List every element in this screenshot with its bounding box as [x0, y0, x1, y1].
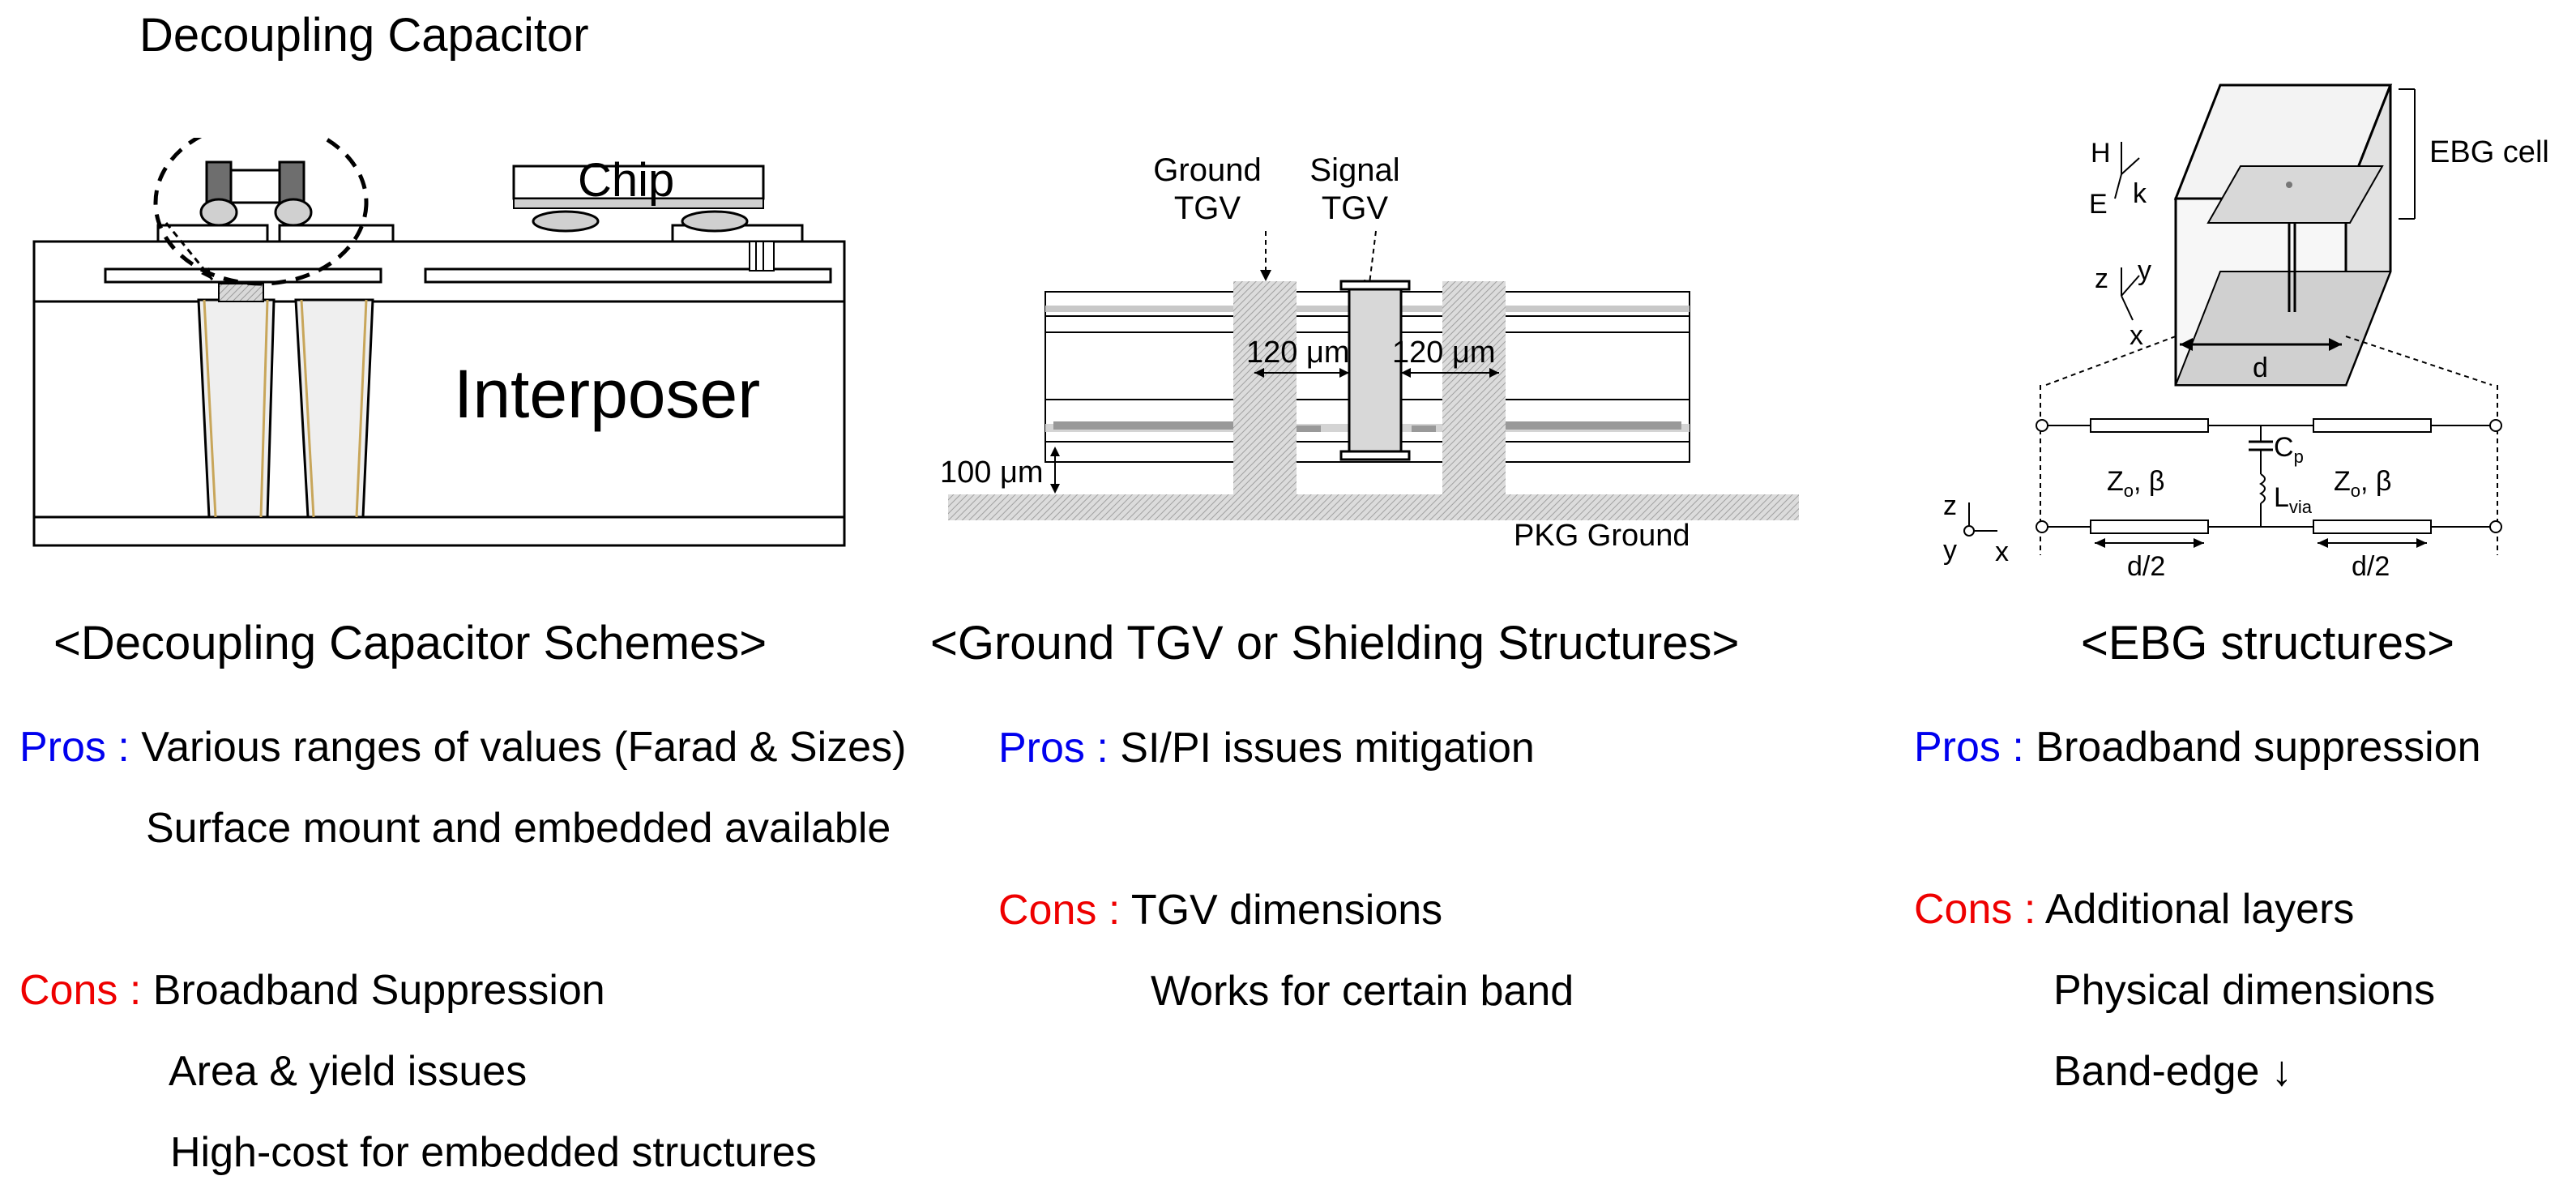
ebg-cons: Cons : Additional layers	[1914, 885, 2354, 934]
tgv-pros: Pros : SI/PI issues mitigation	[998, 724, 1535, 772]
pkg-ground-label: PKG Ground	[1514, 519, 1690, 553]
highlight-circle	[153, 138, 369, 286]
decap-cons-line-3: High-cost for embedded structures	[170, 1129, 817, 1176]
height-dim-label: 100 μm	[940, 455, 1044, 490]
decap-pros-line-2: Surface mount and embedded available	[146, 805, 891, 852]
lvia-label: Lvia	[2274, 482, 2313, 517]
tgv-cons: Cons : TGV dimensions	[998, 886, 1442, 934]
d-label: d	[2253, 353, 2268, 383]
axis-h: H	[2091, 138, 2111, 169]
cp-label: Cp	[2274, 432, 2304, 467]
tgv-diagram: Ground TGV Signal TGV 120 μm 120 μm 100 …	[940, 152, 1799, 553]
chip-label: Chip	[578, 154, 674, 207]
ebg-diagram: EBG cell H E k z y x d Cp Lvia Zo, β Zo,…	[1943, 83, 2549, 582]
decap-cons-line-2: Area & yield issues	[169, 1048, 528, 1095]
axis-x-bottom: x	[1995, 537, 2009, 567]
pkg-ground-plane	[948, 494, 1799, 520]
pros-label: Pros :	[998, 725, 1109, 772]
ebg-cons-line-3: Band-edge ↓	[2053, 1048, 2292, 1095]
axis-k: k	[2133, 178, 2147, 209]
cons-label: Cons :	[1914, 886, 2036, 933]
half-d-right: d/2	[2352, 551, 2390, 582]
decap-caption: <Decoupling Capacitor Schemes>	[53, 617, 767, 669]
dim-right-label: 120 μm	[1392, 336, 1496, 370]
axis-y-mid: y	[2138, 255, 2151, 286]
cons-label: Cons :	[998, 887, 1121, 934]
decap-pros: Pros : Various ranges of values (Farad &…	[19, 723, 906, 772]
axis-z-mid: z	[2095, 263, 2108, 294]
interposer-label: Interposer	[454, 356, 760, 432]
signal-tgv	[1348, 284, 1403, 458]
pros-label: Pros :	[1914, 724, 2024, 771]
ebg-cons-line-1: Additional layers	[2044, 886, 2355, 933]
ground-tgv-label-2: TGV	[1174, 190, 1241, 226]
decap-pros-line-1: Various ranges of values (Farad & Sizes)	[141, 724, 907, 771]
chip	[512, 165, 765, 200]
tgv-cons-line-1: TGV dimensions	[1130, 887, 1443, 934]
zo-beta-right: Zo, β	[2334, 466, 2391, 501]
decap-diagram: Chip Interposer	[32, 138, 846, 547]
signal-tgv-label-2: TGV	[1322, 190, 1389, 226]
tgv-caption: <Ground TGV or Shielding Structures>	[930, 617, 1740, 669]
ebg-cons-line-2: Physical dimensions	[2053, 967, 2436, 1014]
axis-x-mid: x	[2130, 320, 2143, 351]
ground-tgv-left	[1233, 281, 1297, 496]
zo-beta-left: Zo, β	[2107, 466, 2164, 501]
axis-e: E	[2089, 189, 2108, 220]
cons-label: Cons :	[19, 967, 142, 1014]
axis-y-bottom: y	[1943, 535, 1957, 566]
ebg-pros: Pros : Broadband suppression	[1914, 723, 2481, 772]
ebg-pros-line-1: Broadband suppression	[2036, 724, 2481, 771]
ebg-cell-label: EBG cell	[2429, 135, 2549, 169]
signal-tgv-label: Signal	[1309, 152, 1399, 188]
ground-tgv-right	[1442, 281, 1506, 496]
decap-cons-line-1: Broadband Suppression	[152, 967, 605, 1014]
decap-title: Decoupling Capacitor	[139, 9, 589, 62]
pros-label: Pros :	[19, 724, 130, 771]
tgv-cons-line-2: Works for certain band	[1151, 968, 1574, 1015]
decap-cons: Cons : Broadband Suppression	[19, 966, 605, 1015]
interposer-body	[32, 240, 846, 547]
dim-left-label: 120 μm	[1246, 336, 1350, 370]
tgv-pros-line-1: SI/PI issues mitigation	[1120, 725, 1535, 772]
axis-z-bottom: z	[1943, 490, 1957, 521]
ground-tgv-label: Ground	[1153, 152, 1261, 188]
ebg-caption: <EBG structures>	[2081, 617, 2454, 669]
half-d-left: d/2	[2127, 551, 2165, 582]
